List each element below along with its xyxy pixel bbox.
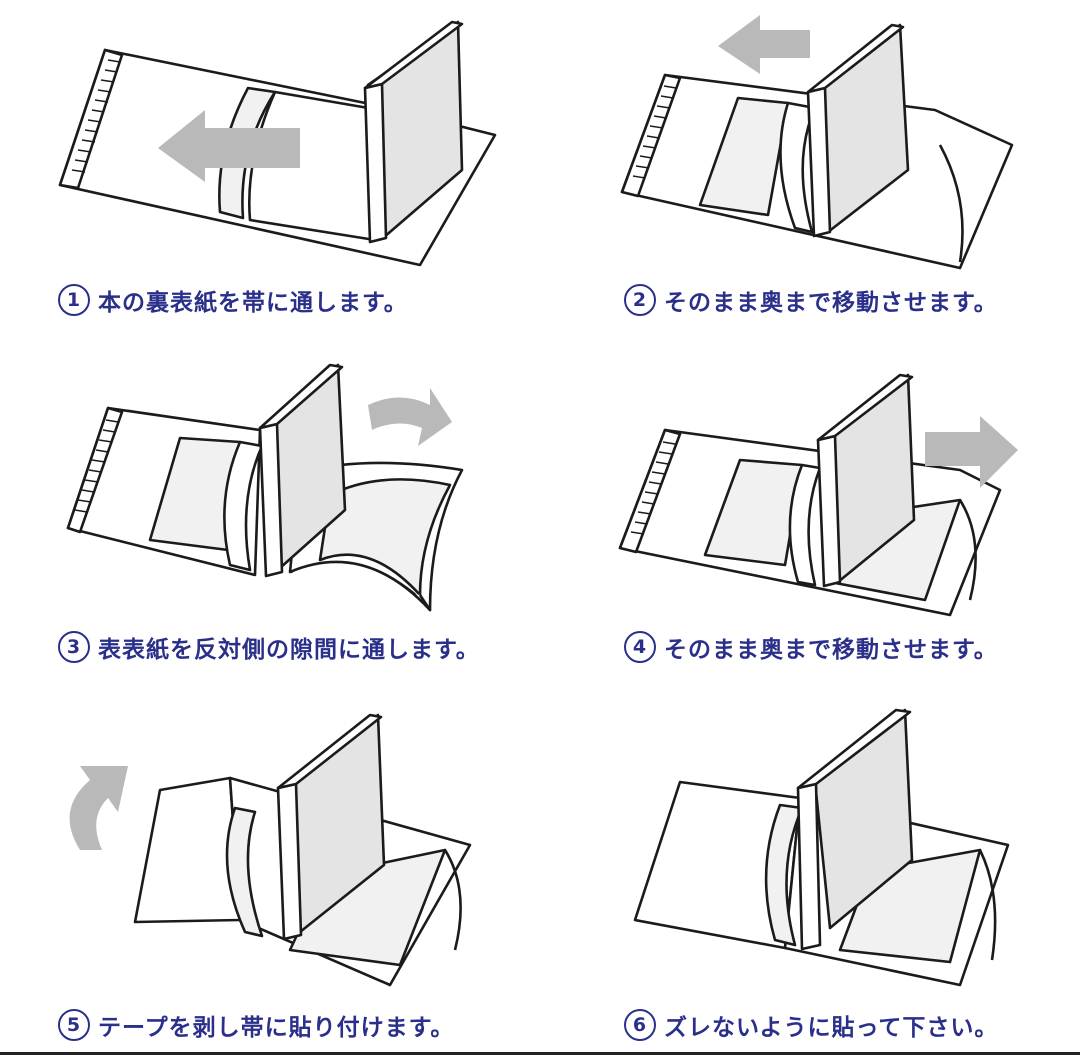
- step-4-panel: 4 そのまま奥まで移動させます。: [540, 350, 1080, 700]
- step-5-illustration: [69, 713, 472, 987]
- step-1-panel: 1 本の裏表紙を帯に通します。: [0, 0, 540, 350]
- step-6-panel: 6 ズレないように貼って下さい。: [540, 700, 1080, 1050]
- step-6-illustration: [633, 708, 1010, 987]
- step-2-text: そのまま奥まで移動させます。: [664, 290, 998, 316]
- step-4-text: そのまま奥まで移動させます。: [664, 637, 998, 663]
- step-5-number: 5: [58, 1009, 90, 1041]
- step-6-number: 6: [624, 1009, 656, 1041]
- left-arrow-icon: [158, 110, 300, 182]
- step-4-number: 4: [624, 631, 656, 663]
- step-3-number: 3: [58, 631, 90, 663]
- step-3-illustration: [66, 363, 464, 612]
- step-2-caption: 2 そのまま奥まで移動させます。: [624, 283, 998, 317]
- step-5-caption: 5 テープを剥し帯に貼り付けます。: [58, 1008, 454, 1042]
- right-arrow-icon: [925, 416, 1018, 488]
- curved-up-arrow-icon: [69, 766, 128, 850]
- step-1-illustration: [58, 20, 497, 267]
- step-1-text: 本の裏表紙を帯に通します。: [98, 290, 408, 316]
- step-3-panel: 3 表表紙を反対側の隙間に通します。: [0, 350, 540, 700]
- step-4-caption: 4 そのまま奥まで移動させます。: [624, 630, 998, 664]
- step-2-panel: 2 そのまま奥まで移動させます。: [540, 0, 1080, 350]
- step-1-number: 1: [58, 284, 90, 316]
- step-3-text: 表表紙を反対側の隙間に通します。: [98, 637, 480, 663]
- curved-right-arrow-icon: [368, 388, 452, 446]
- step-5-panel: 5 テープを剥し帯に貼り付けます。: [0, 700, 540, 1050]
- step-5-text: テープを剥し帯に貼り付けます。: [98, 1015, 455, 1041]
- step-2-illustration: [620, 15, 1014, 270]
- bottom-border: [0, 1052, 1080, 1055]
- step-1-caption: 1 本の裏表紙を帯に通します。: [58, 283, 408, 317]
- step-3-caption: 3 表表紙を反対側の隙間に通します。: [58, 630, 480, 664]
- step-4-illustration: [618, 373, 1018, 617]
- step-6-text: ズレないように貼って下さい。: [664, 1015, 999, 1041]
- step-6-caption: 6 ズレないように貼って下さい。: [624, 1008, 998, 1042]
- step-2-number: 2: [624, 284, 656, 316]
- left-arrow-icon: [718, 15, 810, 74]
